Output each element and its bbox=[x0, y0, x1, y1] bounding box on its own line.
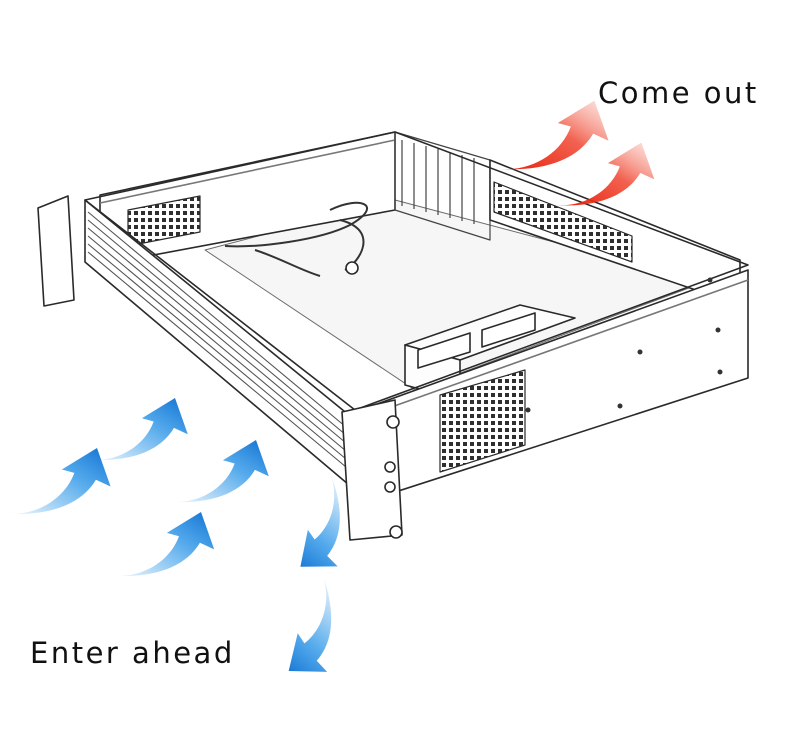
curved-arrow-icon bbox=[89, 398, 188, 461]
server-chassis bbox=[37, 131, 749, 541]
curved-arrow-icon bbox=[6, 448, 111, 515]
curved-arrow-icon bbox=[170, 440, 269, 503]
front-vent-grille bbox=[439, 369, 526, 473]
left-rack-ear bbox=[37, 195, 75, 307]
screw-holes bbox=[525, 277, 723, 413]
front-bezel-ribs bbox=[87, 211, 353, 473]
top-rim bbox=[84, 131, 749, 411]
curved-arrow-icon bbox=[262, 570, 352, 684]
expansion-slots bbox=[394, 131, 491, 241]
exhaust-label: Come out bbox=[598, 76, 759, 110]
rear-vent-grille bbox=[493, 181, 633, 263]
curved-arrow-icon bbox=[113, 512, 215, 577]
right-rack-ear bbox=[341, 399, 403, 541]
curved-arrow-icon bbox=[500, 100, 609, 170]
intake-label: Enter ahead bbox=[30, 636, 235, 670]
